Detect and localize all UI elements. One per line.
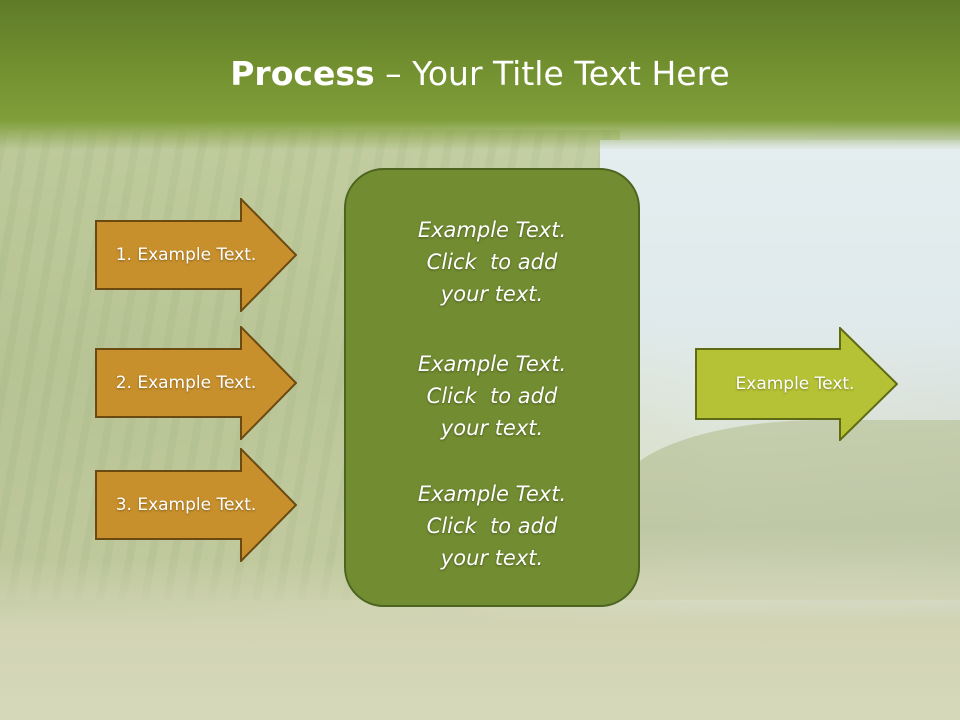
title-rest: Your Title Text Here (412, 54, 730, 93)
title-separator: – (374, 54, 413, 93)
center-text-line: your text. (440, 282, 544, 306)
arrow-shape-icon (95, 198, 297, 312)
center-process-box[interactable]: Example Text. Click to add your text. Ex… (344, 168, 640, 607)
arrow-shape-icon (95, 448, 297, 562)
title-bar (0, 0, 960, 150)
arrow-3-label: 3. Example Text. (115, 495, 257, 515)
title-bold-part: Process (230, 54, 375, 93)
center-text-line: Click to add (426, 384, 558, 408)
center-text-line: Example Text. (417, 218, 567, 242)
slide-title[interactable]: Process – Your Title Text Here (0, 52, 960, 96)
process-arrow-1[interactable]: 1. Example Text. (95, 198, 297, 312)
center-text-line: Click to add (426, 514, 558, 538)
process-arrow-3[interactable]: 3. Example Text. (95, 448, 297, 562)
center-text-block-2: Example Text. Click to add your text. (346, 348, 638, 444)
center-text-line: Example Text. (417, 352, 567, 376)
arrow-shape-icon (695, 327, 898, 441)
center-text-line: your text. (440, 546, 544, 570)
arrow-shape-icon (95, 326, 297, 440)
result-arrow-label: Example Text. (735, 374, 855, 394)
result-arrow[interactable]: Example Text. (695, 327, 898, 441)
arrow-2-label: 2. Example Text. (115, 373, 257, 393)
center-text-block-3: Example Text. Click to add your text. (346, 478, 638, 574)
process-arrow-2[interactable]: 2. Example Text. (95, 326, 297, 440)
center-text-block-1: Example Text. Click to add your text. (346, 214, 638, 310)
arrow-1-label: 1. Example Text. (115, 245, 257, 265)
center-text-line: Example Text. (417, 482, 567, 506)
center-text-line: your text. (440, 416, 544, 440)
center-text-line: Click to add (426, 250, 558, 274)
